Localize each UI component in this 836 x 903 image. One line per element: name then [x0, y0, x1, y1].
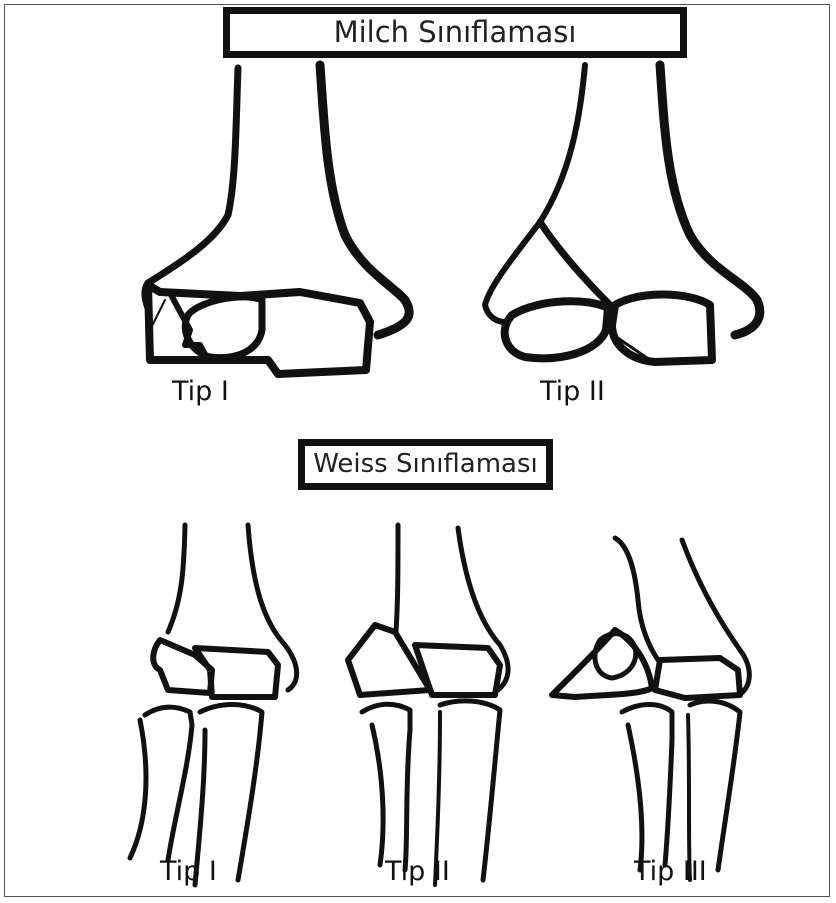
milch-2-capitellum: [505, 301, 608, 358]
milch-2-humerus-left-edge: [485, 65, 585, 322]
weiss-1-radius-outer: [130, 720, 146, 858]
weiss-1-humerus-right-edge: [248, 525, 297, 690]
weiss-3-humerus-left-edge: [615, 538, 658, 660]
weiss-2-humerus-left-edge: [396, 525, 398, 632]
milch-type-2-drawing: [485, 65, 760, 362]
weiss-1-radius-left: [145, 707, 192, 860]
weiss-type-2-drawing: [348, 525, 508, 885]
milch-type-1-drawing: [145, 65, 409, 374]
milch-1-capitellum: [185, 297, 262, 358]
weiss-2-radius-left: [362, 704, 410, 870]
milch-1-humerus-left-edge: [145, 68, 238, 308]
weiss-2-ulna-right: [440, 701, 500, 880]
weiss-2-trochlea: [415, 645, 500, 695]
weiss-type-3-drawing: [552, 538, 749, 880]
milch-2-trochlea: [612, 294, 712, 362]
milch-type-2-label: Tip II: [540, 376, 605, 407]
weiss-3-capitellum: [595, 634, 636, 678]
weiss-1-ulna-right: [200, 705, 262, 881]
weiss-1-humerus-left-edge: [168, 525, 185, 632]
weiss-type-2-label: Tip II: [385, 856, 450, 887]
weiss-3-trochlea: [655, 658, 740, 698]
milch-type-1-label: Tip I: [172, 376, 229, 407]
weiss-type-3-label: Tip III: [634, 856, 707, 887]
milch-2-fracture-line: [540, 222, 610, 305]
weiss-3-ulna-right: [690, 701, 740, 870]
weiss-type-1-label: Tip I: [160, 856, 217, 887]
weiss-type-1-drawing: [130, 525, 297, 885]
weiss-2-radius-outer: [372, 725, 383, 865]
weiss-3-radius-left: [628, 725, 642, 870]
